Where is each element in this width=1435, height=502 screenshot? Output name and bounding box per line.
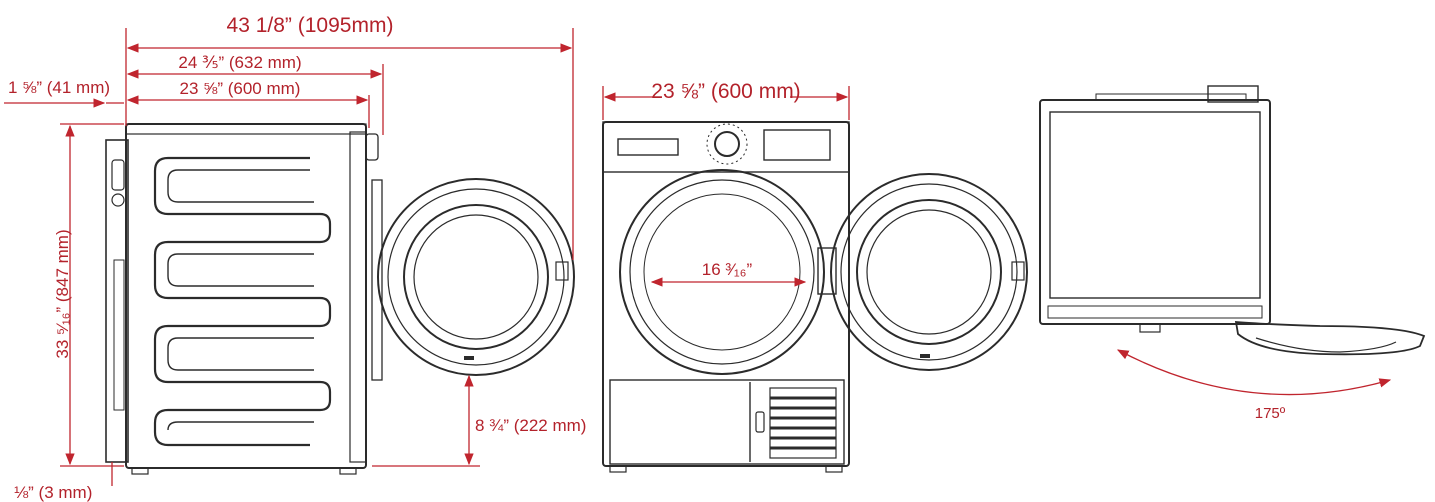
open-door-front xyxy=(830,173,1028,371)
lint-drawer xyxy=(617,138,679,156)
rear-panel xyxy=(105,139,129,463)
foot-clearance-label: ⅛” (3 mm) xyxy=(14,483,92,502)
cabinet-top xyxy=(1039,99,1271,325)
door-opening-label: 16 ³⁄₁₆” xyxy=(702,260,753,279)
open-door-side xyxy=(377,178,575,376)
front-width-label: 23 ⅝” (600 mm) xyxy=(651,80,800,103)
front-view-drawing xyxy=(602,121,1028,473)
vent-grille xyxy=(769,387,837,459)
cabinet-depth-label: 23 ⅝” (600 mm) xyxy=(180,79,301,98)
overall-depth-label: 43 1/8” (1095mm) xyxy=(227,14,394,37)
door-swing-label: 175º xyxy=(1255,405,1286,422)
side-panel-pattern xyxy=(153,156,332,447)
cabinet-front xyxy=(602,121,850,467)
depth-with-door-label: 24 ⅗” (632 mm) xyxy=(178,53,301,72)
back-offset-label: 1 ⅝” (41 mm) xyxy=(8,78,110,97)
program-knob xyxy=(714,131,740,157)
height-label: 33 ⁵⁄₁₆” (847 mm) xyxy=(53,229,72,358)
door-clearance-label: 8 ¾” (222 mm) xyxy=(475,416,586,435)
door-swing-arc xyxy=(1116,349,1392,396)
top-view-dimensions: 175º xyxy=(1116,349,1392,422)
side-view-drawing xyxy=(105,123,575,475)
side-view-dimensions: 43 1/8” (1095mm) 24 ⅗” (632 mm) 23 ⅝” (6… xyxy=(4,14,586,502)
display-panel xyxy=(763,129,831,161)
open-door-top xyxy=(1234,321,1426,356)
front-view-dimensions: 23 ⅝” (600 mm) 16 ³⁄₁₆” xyxy=(602,80,850,287)
top-view-drawing xyxy=(1039,85,1426,356)
